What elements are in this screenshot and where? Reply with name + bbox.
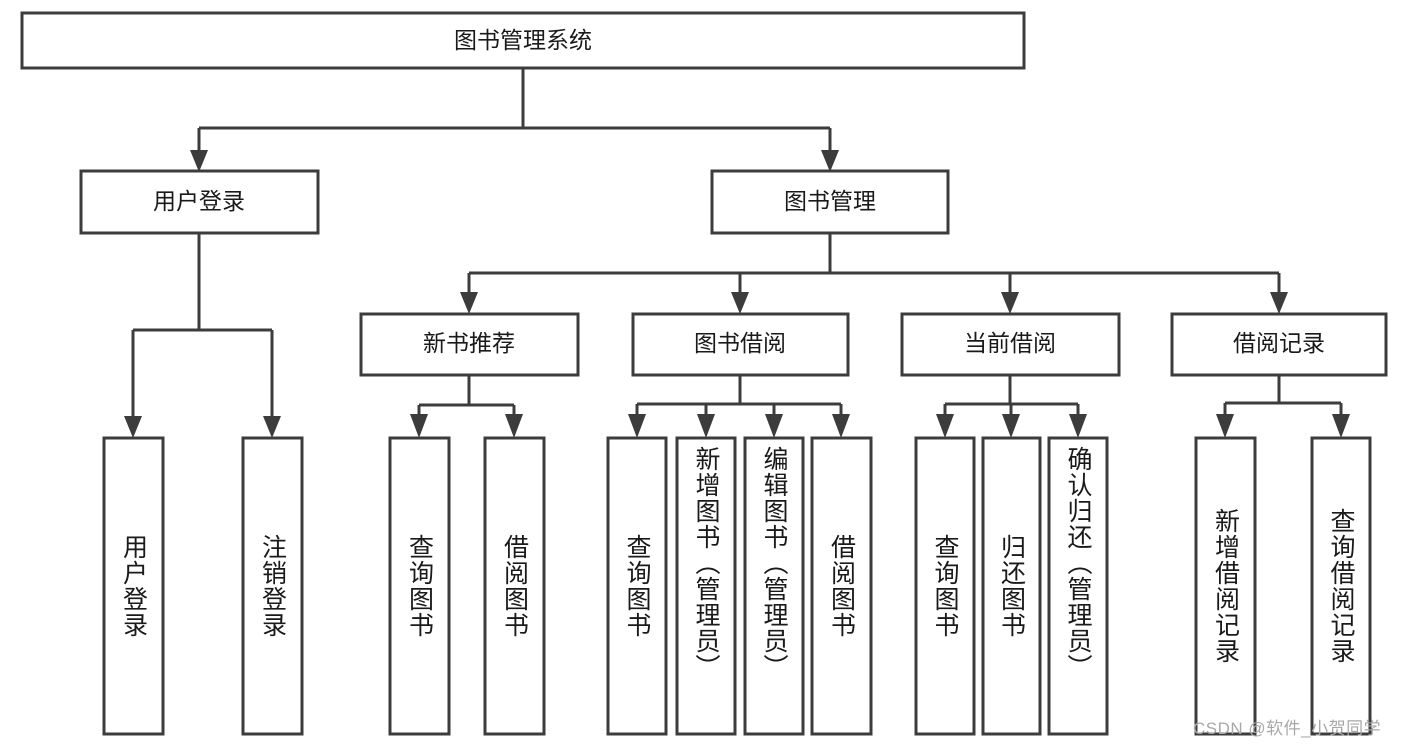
node-leaf-edit-book[interactable]: [743, 436, 805, 736]
edge-root-to-level2: [190, 68, 839, 172]
node-root-label: 图书管理系统: [454, 27, 592, 53]
edge-user-login-to-leaves: [124, 233, 281, 438]
node-book-borrow-label: 图书借阅: [694, 330, 786, 356]
node-book-borrow[interactable]: 图书借阅: [631, 312, 850, 377]
node-leaf-confirm-return[interactable]: [1047, 436, 1109, 736]
node-current-borrow[interactable]: 当前借阅: [900, 312, 1121, 377]
node-leaf-add-book[interactable]: [675, 436, 737, 736]
node-user-login[interactable]: 用户登录: [79, 169, 320, 235]
watermark-text: CSDN @软件_小贺同学: [1193, 719, 1382, 738]
node-borrow-record-label: 借阅记录: [1233, 330, 1325, 356]
node-leaf-return-book[interactable]: [981, 436, 1042, 736]
node-book-management[interactable]: 图书管理: [710, 169, 950, 235]
node-borrow-record[interactable]: 借阅记录: [1170, 312, 1388, 377]
node-leaf-add-record[interactable]: [1194, 436, 1257, 736]
node-leaf-query-book-a[interactable]: [388, 436, 451, 736]
node-leaf-query-book-c[interactable]: [914, 436, 976, 736]
node-book-management-label: 图书管理: [784, 188, 876, 214]
edge-borrow-record-to-leaves: [1216, 375, 1350, 438]
node-leaf-logout[interactable]: [241, 436, 304, 736]
node-current-borrow-label: 当前借阅: [964, 330, 1056, 356]
node-leaf-borrow-book-b[interactable]: [810, 436, 873, 736]
edge-book-mgmt-to-level3: [460, 233, 1288, 314]
node-new-book-recommend[interactable]: 新书推荐: [359, 312, 580, 377]
leaf-boxes: [102, 436, 1372, 736]
edge-current-borrow-to-leaves: [936, 375, 1087, 438]
node-leaf-query-record[interactable]: [1310, 436, 1372, 736]
node-leaf-borrow-book-a[interactable]: [483, 436, 546, 736]
node-root[interactable]: 图书管理系统: [20, 11, 1026, 70]
edge-new-book-rec-to-leaves: [410, 375, 523, 438]
node-leaf-query-book-b[interactable]: [606, 436, 668, 736]
node-new-book-recommend-label: 新书推荐: [423, 330, 515, 356]
node-user-login-label: 用户登录: [153, 188, 245, 214]
edge-book-borrow-to-leaves: [628, 375, 850, 438]
node-leaf-user-login[interactable]: [102, 436, 165, 736]
